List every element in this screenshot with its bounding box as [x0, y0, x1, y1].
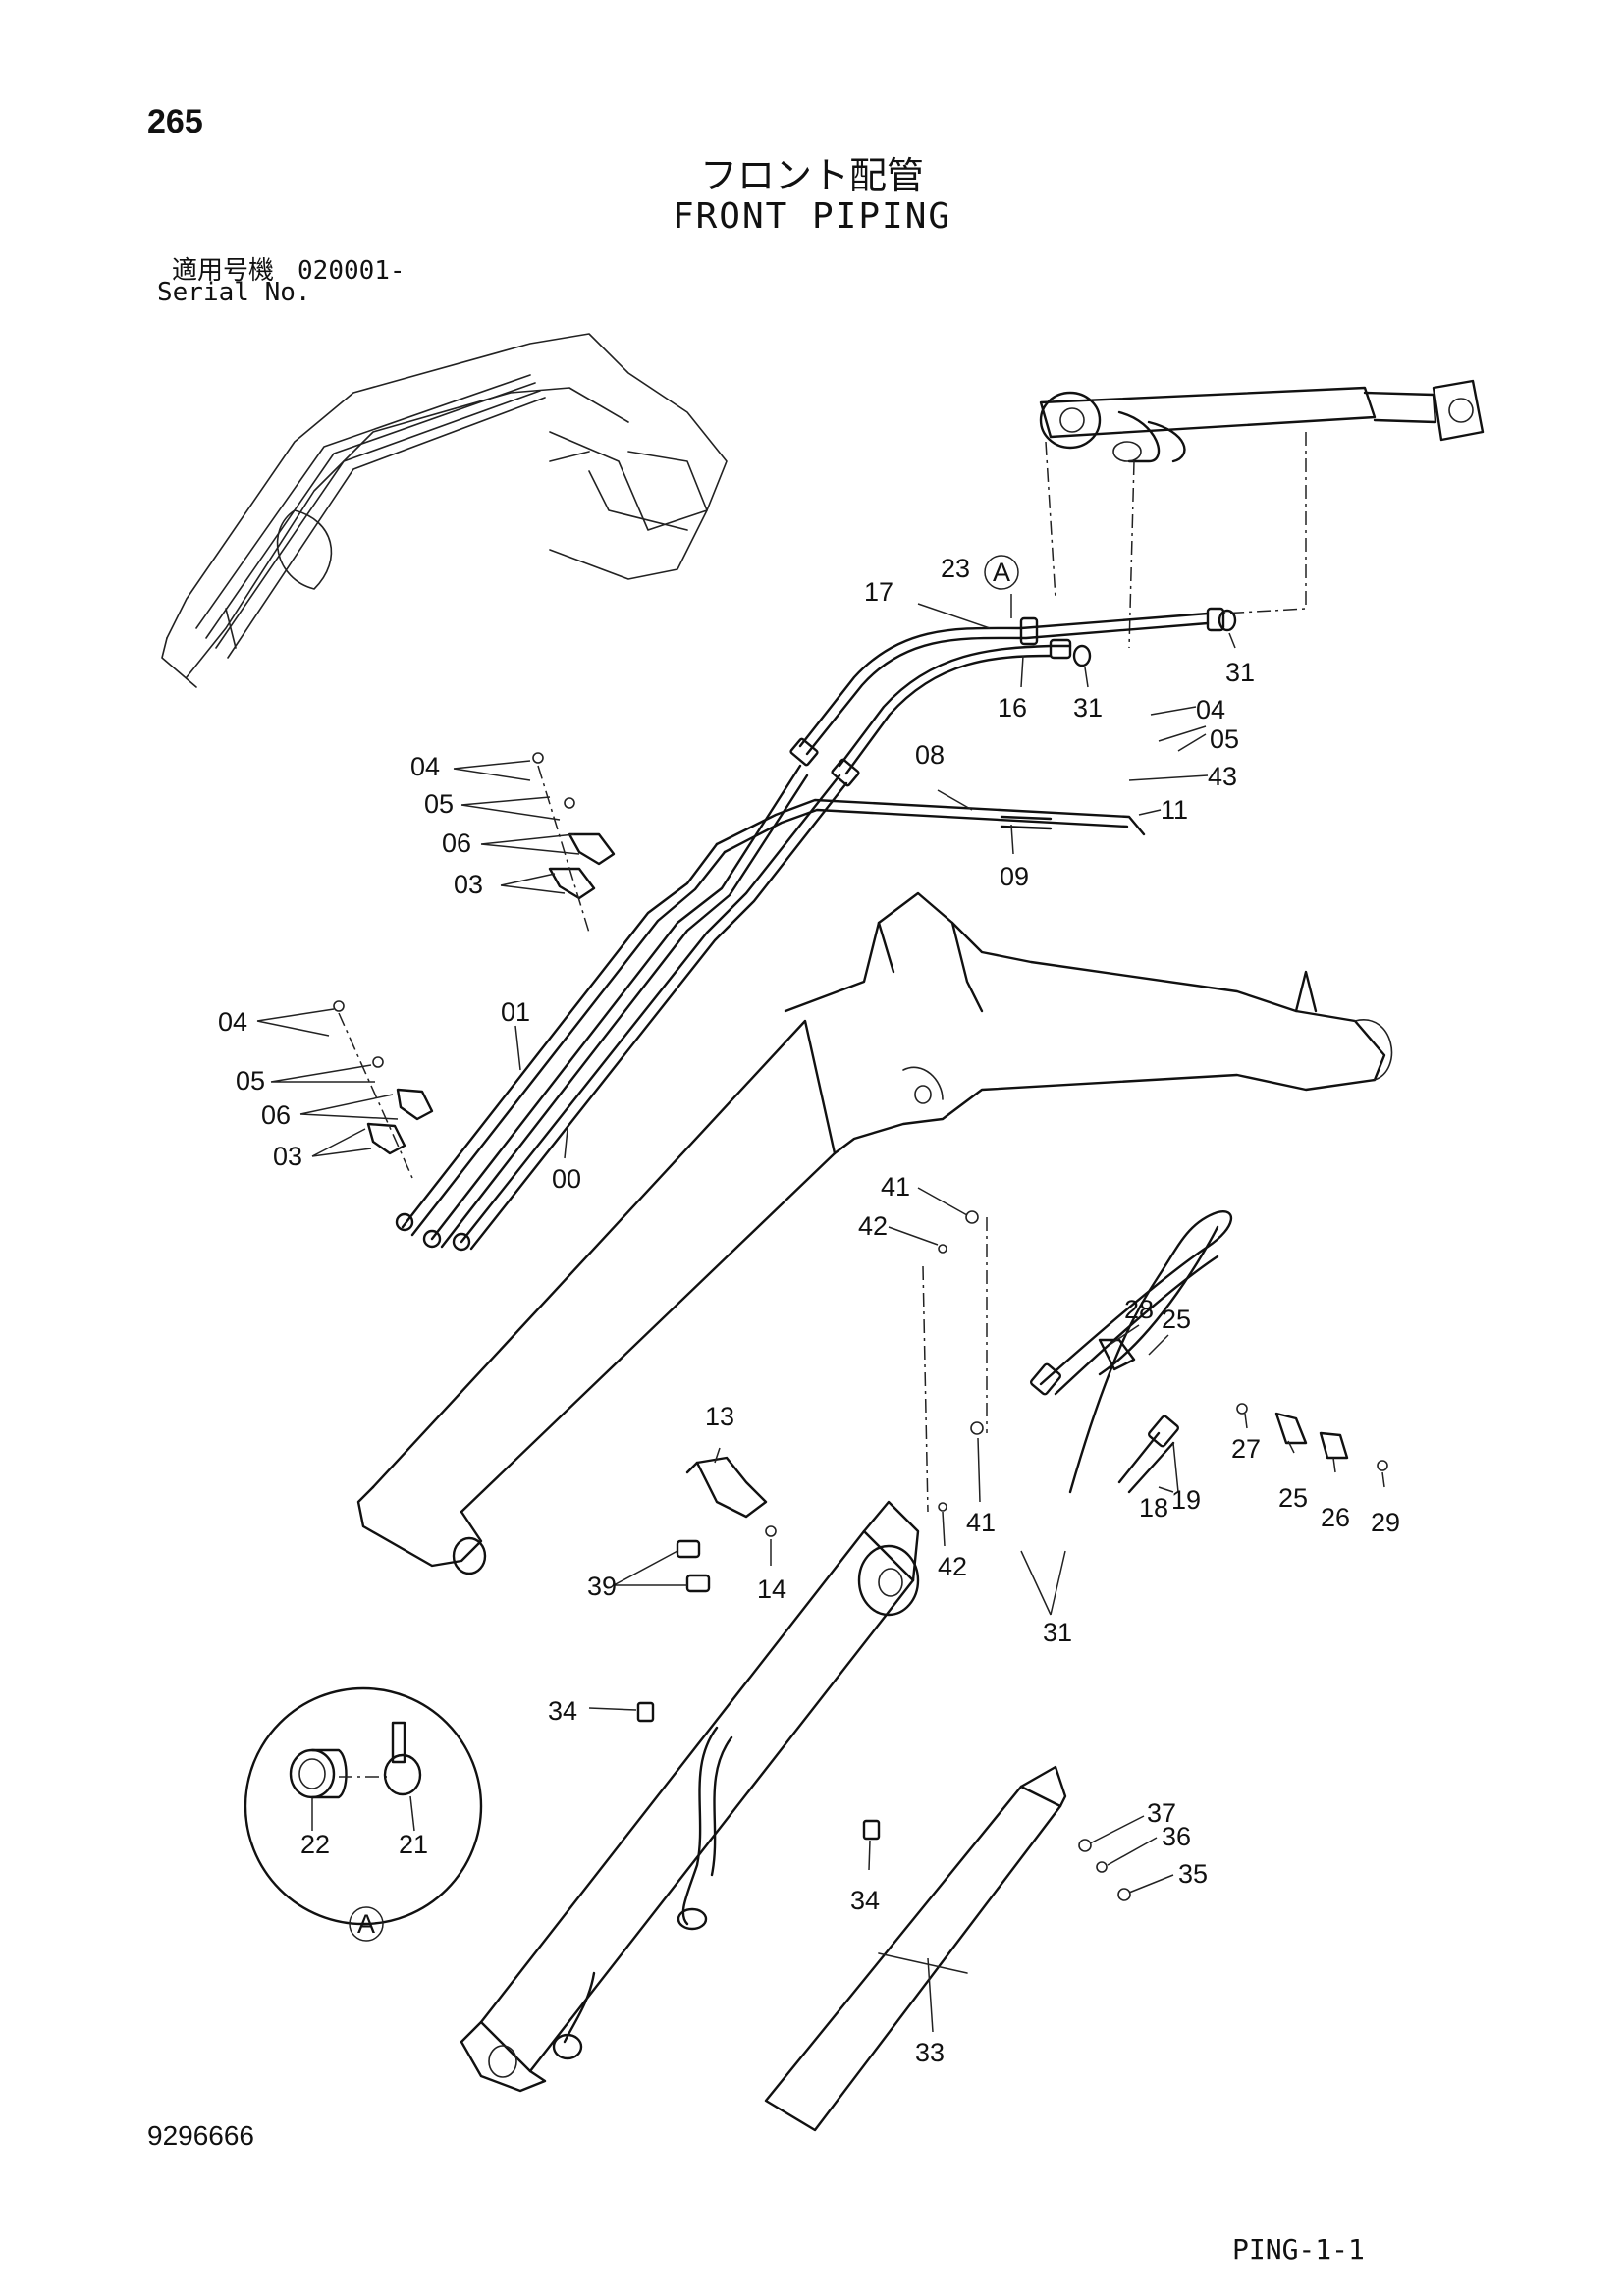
page-number: 265 [147, 103, 203, 140]
callout-34-left: 34 [548, 1696, 577, 1726]
clamp-set-upper [532, 752, 616, 934]
callout-06-lower: 06 [261, 1100, 291, 1130]
serial-label-en: Serial No. [157, 278, 311, 307]
serial-label-jp: 適用号機 020001- [172, 250, 406, 287]
page-title-en: FRONT PIPING [672, 196, 952, 237]
callout-14: 14 [757, 1575, 786, 1604]
leader-lines [256, 594, 1385, 2033]
callout-34-right: 34 [850, 1886, 880, 1915]
callout-42-upper: 42 [858, 1211, 888, 1241]
page-code: PING-1-1 [1232, 2233, 1365, 2266]
callout-18: 18 [1139, 1493, 1168, 1522]
bracket-13 [676, 1456, 777, 1593]
callout-19: 19 [1171, 1485, 1201, 1515]
callout-01: 01 [501, 997, 530, 1027]
callout-43: 43 [1208, 762, 1237, 791]
boom [356, 891, 1393, 1575]
callout-26: 26 [1321, 1503, 1350, 1532]
callout-03-upper: 03 [454, 870, 483, 899]
callout-25-upper: 25 [1162, 1305, 1191, 1334]
callout-03-lower: 03 [273, 1142, 302, 1171]
callout-06-upper: 06 [442, 828, 471, 858]
callout-05-right: 05 [1210, 724, 1239, 754]
callout-11: 11 [1161, 795, 1188, 825]
callout-05-lower: 05 [236, 1066, 265, 1095]
detail-a [244, 1686, 483, 1926]
cover-33 [764, 1765, 1067, 2132]
hose-17-16 [789, 607, 1237, 787]
callout-42-lower: 42 [938, 1552, 967, 1581]
callout-17: 17 [864, 577, 893, 607]
callout-28: 28 [1124, 1295, 1154, 1324]
bucket-cylinder [1039, 379, 1485, 463]
callout-22: 22 [300, 1830, 330, 1859]
page-title-jp: フロント配管 [699, 154, 924, 197]
callout-31-upper: 31 [1225, 658, 1255, 687]
callout-39: 39 [587, 1572, 617, 1601]
serial-code: 020001- [298, 256, 406, 286]
callout-27: 27 [1231, 1434, 1261, 1464]
callout-25-lower: 25 [1278, 1483, 1308, 1513]
overview-thumbnail [161, 333, 728, 688]
callout-circle-a-top [984, 555, 1019, 590]
callout-09: 09 [1000, 862, 1029, 891]
callout-16: 16 [998, 693, 1027, 722]
callout-41-upper: 41 [881, 1172, 910, 1201]
callout-35: 35 [1178, 1859, 1208, 1889]
callout-36: 36 [1162, 1822, 1191, 1851]
pipes-01-00 [395, 764, 848, 1252]
callout-00: 00 [552, 1164, 581, 1194]
callout-37: 37 [1147, 1798, 1176, 1828]
callout-a-detail: A [357, 1909, 375, 1939]
callout-33: 33 [915, 2038, 945, 2067]
serial-label-jp-text: 適用号機 [172, 256, 275, 286]
callout-29: 29 [1371, 1508, 1400, 1537]
arm-hose [1030, 1210, 1233, 1494]
callout-13: 13 [705, 1402, 734, 1431]
callout-23: 23 [941, 554, 970, 583]
callout-08: 08 [915, 740, 945, 770]
clamp-set-lower [333, 1000, 434, 1179]
document-number: 9296666 [147, 2120, 255, 2151]
callout-04-upper: 04 [410, 752, 440, 781]
callout-a-top: A [993, 558, 1010, 587]
callout-21: 21 [399, 1830, 428, 1859]
callout-31-lower: 31 [1043, 1618, 1072, 1647]
callout-labels: 23 A 17 31 16 31 04 05 43 11 08 09 04 05… [218, 554, 1400, 2067]
callout-04-right: 04 [1196, 695, 1225, 724]
callout-04-lower: 04 [218, 1007, 247, 1037]
callout-circle-a-detail [349, 1906, 384, 1942]
pipe-08-09 [715, 798, 1146, 854]
callout-31-mid: 31 [1073, 693, 1103, 722]
callout-05-upper: 05 [424, 789, 454, 819]
callout-41-lower: 41 [966, 1508, 996, 1537]
boom-cylinder [460, 1500, 920, 2093]
